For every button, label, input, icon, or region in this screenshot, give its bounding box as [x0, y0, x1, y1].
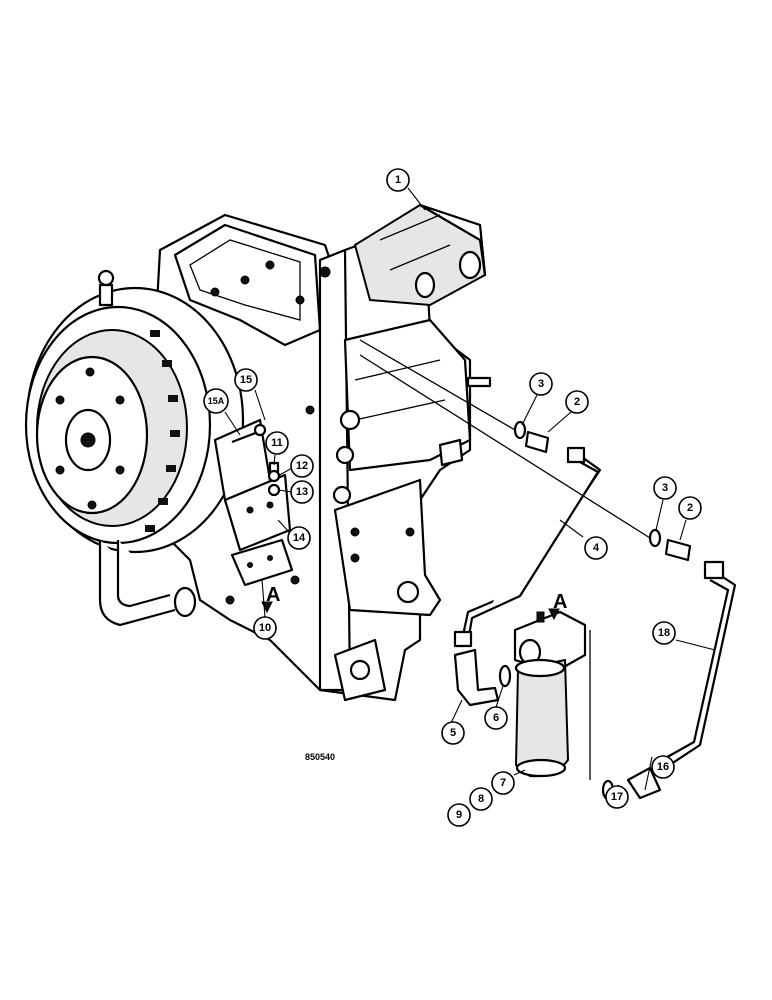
svg-text:2: 2	[687, 502, 693, 514]
callout-17: 17	[605, 785, 629, 809]
callout-1: 1	[386, 168, 410, 192]
callout-11: 11	[265, 431, 289, 455]
svg-text:8: 8	[478, 793, 484, 805]
callout-13: 13	[290, 480, 314, 504]
callout-3-upper: 3	[529, 372, 553, 396]
hydraulic-pump	[353, 203, 487, 307]
callout-2-upper: 2	[565, 390, 589, 414]
callout-16: 16	[651, 755, 675, 779]
svg-text:2: 2	[574, 396, 580, 408]
cooler-hose	[98, 540, 197, 627]
view-letter-a-filter: A	[553, 591, 567, 613]
callout-6: 6	[484, 706, 508, 730]
oil-filter	[513, 610, 587, 778]
callout-5: 5	[441, 721, 465, 745]
view-letter-a-left: A	[266, 584, 280, 606]
svg-text:3: 3	[538, 378, 544, 390]
tube-18	[589, 528, 737, 801]
callout-10: 10	[253, 616, 277, 640]
svg-text:4: 4	[593, 542, 600, 554]
svg-text:11: 11	[271, 437, 283, 449]
callout-9: 9	[447, 803, 471, 827]
callout-15a: 15A	[203, 388, 229, 414]
leader-lines	[224, 187, 716, 796]
callout-8: 8	[469, 787, 493, 811]
callout-4: 4	[584, 536, 608, 560]
callout-7: 7	[491, 771, 515, 795]
callout-3-lower: 3	[653, 476, 677, 500]
torque-converter	[24, 269, 245, 554]
callout-18: 18	[652, 621, 676, 645]
svg-text:5: 5	[450, 727, 456, 739]
svg-text:7: 7	[500, 777, 506, 789]
svg-text:9: 9	[456, 809, 462, 821]
svg-text:3: 3	[662, 482, 668, 494]
svg-text:10: 10	[259, 622, 271, 634]
callout-15: 15	[234, 368, 258, 392]
svg-text:14: 14	[293, 532, 306, 544]
svg-text:13: 13	[296, 486, 308, 498]
mounting-bracket	[213, 418, 294, 587]
elbow-fitting	[453, 630, 512, 707]
svg-text:16: 16	[657, 761, 669, 773]
svg-text:17: 17	[611, 791, 623, 803]
callout-2-lower: 2	[678, 496, 702, 520]
svg-text:15: 15	[240, 374, 252, 386]
figure-reference: 850540	[305, 752, 335, 762]
svg-text:15A: 15A	[208, 396, 225, 406]
svg-text:12: 12	[296, 460, 308, 472]
svg-text:18: 18	[658, 627, 670, 639]
callout-14: 14	[287, 526, 311, 550]
svg-text:1: 1	[395, 174, 401, 186]
control-valve	[332, 318, 492, 505]
tube-4	[359, 339, 651, 643]
svg-text:6: 6	[493, 712, 499, 724]
callout-12: 12	[290, 454, 314, 478]
